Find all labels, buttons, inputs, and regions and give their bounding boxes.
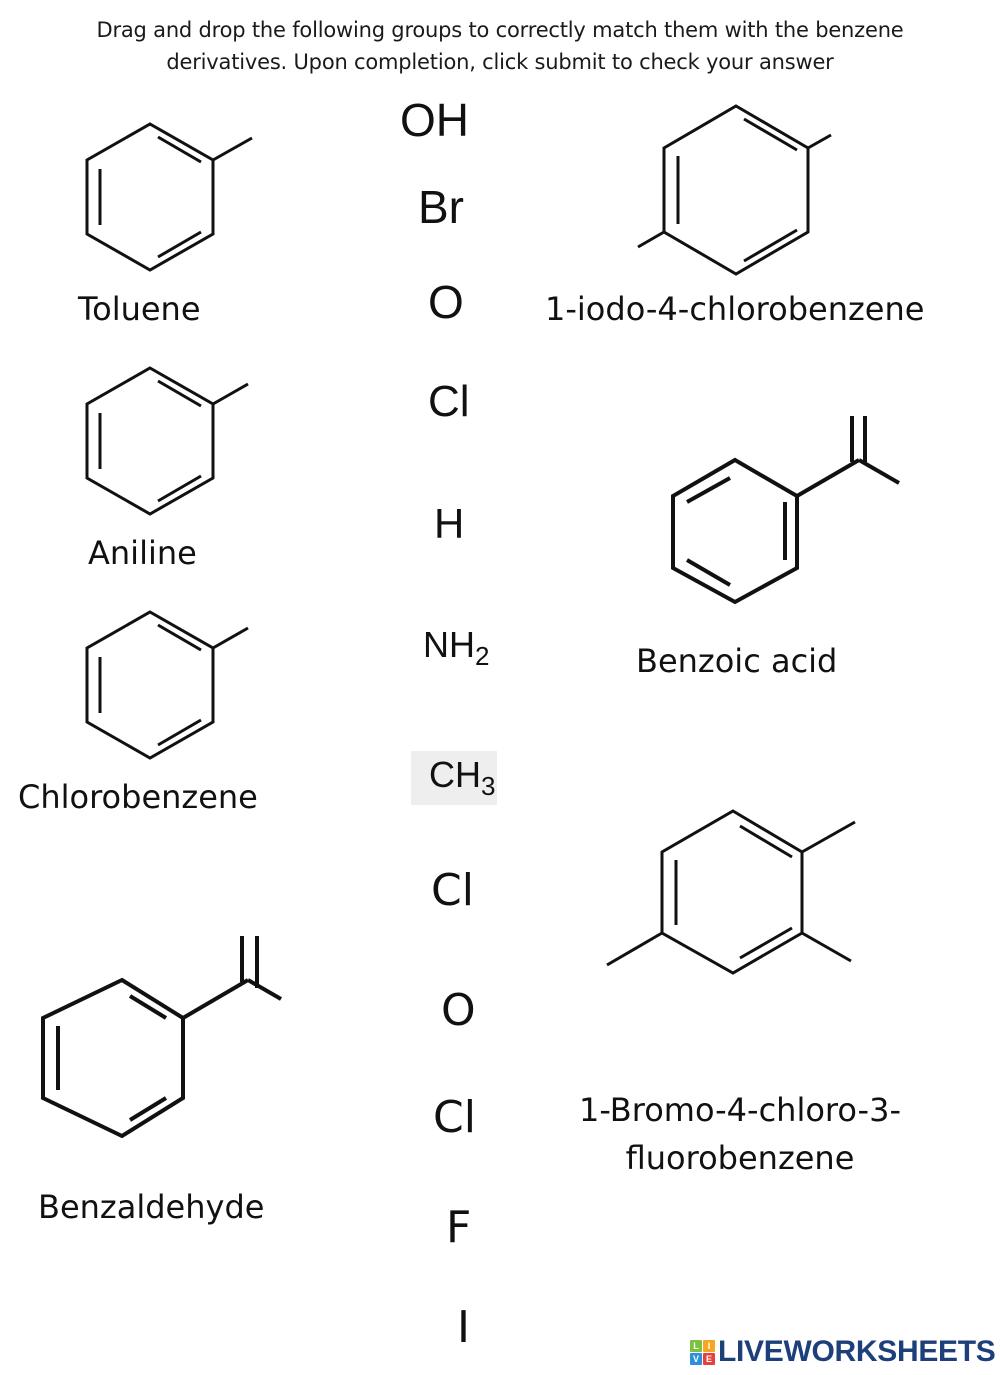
draggable-group-cl[interactable]: Cl: [428, 377, 470, 426]
draggable-group-cl-3[interactable]: Cl: [433, 1092, 476, 1143]
draggable-group-f[interactable]: F: [446, 1202, 472, 1253]
benzene-ring-icon: [41, 936, 282, 1139]
logo-tile-v: V: [690, 1352, 702, 1365]
bromo-chloro-fluorobenzene-label: 1-Bromo-4-chloro-3- fluorobenzene: [545, 1086, 935, 1182]
draggable-group-i[interactable]: I: [457, 1302, 470, 1353]
instructions-text: Drag and drop the following groups to co…: [40, 14, 960, 78]
chlorobenzene-structure: [80, 608, 260, 763]
bromo-chloro-fluorobenzene-label-line-2: fluorobenzene: [625, 1139, 855, 1177]
benzene-ring-icon: [85, 366, 249, 516]
instructions-line-1: Drag and drop the following groups to co…: [96, 18, 904, 42]
draggable-group-ch3[interactable]: CH3: [411, 751, 498, 805]
draggable-group-cl-2[interactable]: Cl: [431, 865, 474, 916]
draggable-group-oh[interactable]: OH: [400, 94, 469, 146]
bromo-chloro-fluorobenzene-structure: [600, 805, 860, 980]
iodo-chlorobenzene-label: 1-iodo-4-chlorobenzene: [545, 290, 925, 328]
ch3-text: CH: [429, 754, 481, 795]
benzoic-acid-structure: [665, 410, 905, 610]
toluene-label: Toluene: [78, 290, 201, 328]
benzoic-acid-label: Benzoic acid: [636, 642, 838, 680]
liveworksheets-logo: L I V E LIVEWORKSHEETS: [690, 1335, 996, 1369]
benzaldehyde-label: Benzaldehyde: [38, 1188, 265, 1226]
draggable-group-h[interactable]: H: [434, 500, 465, 547]
benzene-ring-icon: [606, 809, 856, 975]
benzene-ring-icon: [637, 104, 832, 276]
instructions-line-2: derivatives. Upon completion, click subm…: [166, 50, 834, 74]
logo-tiles-icon: L I V E: [690, 1339, 715, 1365]
benzene-ring-icon: [85, 122, 253, 272]
iodo-chlorobenzene-structure: [632, 100, 842, 280]
logo-tile-e: E: [703, 1352, 715, 1365]
aniline-structure: [80, 364, 260, 519]
logo-text: LIVEWORKSHEETS: [718, 1335, 996, 1368]
draggable-group-br[interactable]: Br: [418, 181, 464, 233]
logo-tile-i: I: [703, 1339, 715, 1352]
nh2-subscript: 2: [475, 641, 490, 671]
logo-tile-l: L: [690, 1339, 702, 1352]
bromo-chloro-fluorobenzene-label-line-1: 1-Bromo-4-chloro-3-: [579, 1091, 901, 1129]
benzene-ring-icon: [671, 416, 900, 605]
nh2-text: NH: [423, 624, 475, 665]
aniline-label: Aniline: [88, 534, 197, 572]
benzene-ring-icon: [85, 610, 249, 760]
chlorobenzene-label: Chlorobenzene: [18, 778, 258, 816]
draggable-group-o-2[interactable]: O: [441, 985, 476, 1036]
benzaldehyde-structure: [38, 930, 288, 1145]
toluene-structure: [80, 120, 260, 275]
ch3-subscript: 3: [481, 771, 496, 801]
draggable-group-nh2[interactable]: NH2: [423, 624, 490, 671]
draggable-group-o[interactable]: O: [428, 276, 464, 328]
